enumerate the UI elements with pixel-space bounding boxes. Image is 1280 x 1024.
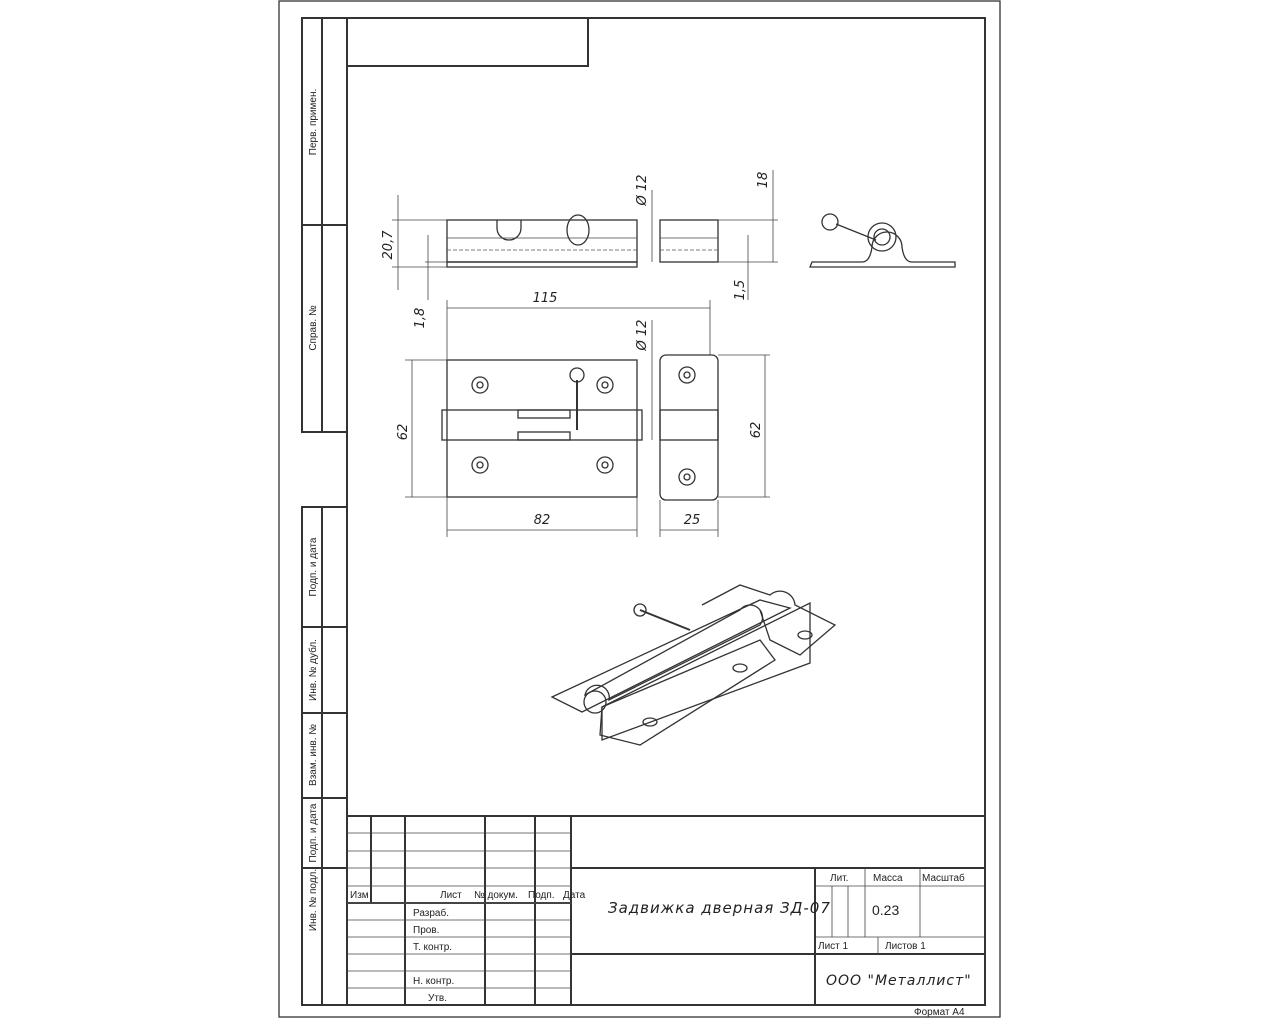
dim-82: 82: [534, 513, 551, 528]
label-podp-data-2: Подп. и дата: [308, 803, 319, 862]
top-view-dimensions: 20,7 1,8 Ø 12 18 1,5: [381, 170, 778, 328]
dim-20-7: 20,7: [381, 230, 396, 260]
label-podp: Подп.: [528, 890, 555, 901]
label-perv-primen: Перв. примен.: [308, 89, 319, 155]
label-sprav-no: Справ. №: [308, 305, 319, 351]
label-podp-data-1: Подп. и дата: [308, 537, 319, 596]
label-lit: Лит.: [830, 873, 848, 884]
label-n-kontr: Н. контр.: [413, 976, 454, 987]
label-sheets: Листов 1: [885, 941, 926, 952]
drawing-title: Задвижка дверная ЗД-07: [608, 899, 831, 917]
side-view: [809, 213, 956, 268]
isometric-view: [550, 584, 837, 746]
dim-115: 115: [533, 291, 558, 306]
sheet-outer-border: [278, 0, 1001, 1018]
title-block: Изм Лист № докум. Подп. Дата Разраб. Про…: [347, 815, 985, 1018]
dim-25: 25: [684, 513, 701, 528]
label-list: Лист: [440, 890, 462, 901]
label-izm: Изм: [350, 890, 369, 901]
company-name: ООО "Металлист": [826, 973, 972, 989]
label-massa: Масса: [873, 873, 903, 884]
label-vzam-inv: Взам. инв. №: [308, 724, 319, 786]
label-format: Формат А4: [914, 1007, 965, 1018]
dim-62-right: 62: [749, 422, 764, 439]
label-masshtab: Масштаб: [922, 872, 965, 884]
label-data: Дата: [563, 890, 586, 901]
dim-dia-12-front: Ø 12: [635, 320, 650, 352]
dim-62-left: 62: [396, 424, 411, 441]
top-view: [446, 214, 719, 268]
dim-dia-12-top: Ø 12: [635, 175, 650, 207]
label-razrab: Разраб.: [413, 907, 449, 919]
label-prov: Пров.: [413, 925, 439, 936]
left-side-strip-upper: Перв. примен. Справ. №: [301, 17, 348, 433]
dim-1-5: 1,5: [733, 280, 748, 301]
dim-1-8: 1,8: [413, 308, 428, 329]
mass-value: 0.23: [872, 902, 899, 918]
top-left-box: [346, 17, 589, 67]
front-view-dimensions: 115 82 25 62 62 Ø 12: [396, 291, 770, 537]
label-inv-dubl: Инв. № дубл.: [307, 639, 319, 701]
front-view: [441, 354, 719, 501]
dim-18: 18: [756, 172, 771, 189]
left-side-strip-lower: Подп. и дата Инв. № дубл. Взам. инв. № П…: [301, 506, 348, 1006]
label-t-kontr: Т. контр.: [413, 942, 452, 953]
label-utv: Утв.: [428, 993, 447, 1004]
drawing-frame: [346, 17, 986, 1006]
label-inv-podl: Инв. № подл.: [308, 869, 319, 931]
label-no-dokum: № докум.: [474, 890, 518, 901]
label-sheet: Лист 1: [818, 941, 849, 952]
